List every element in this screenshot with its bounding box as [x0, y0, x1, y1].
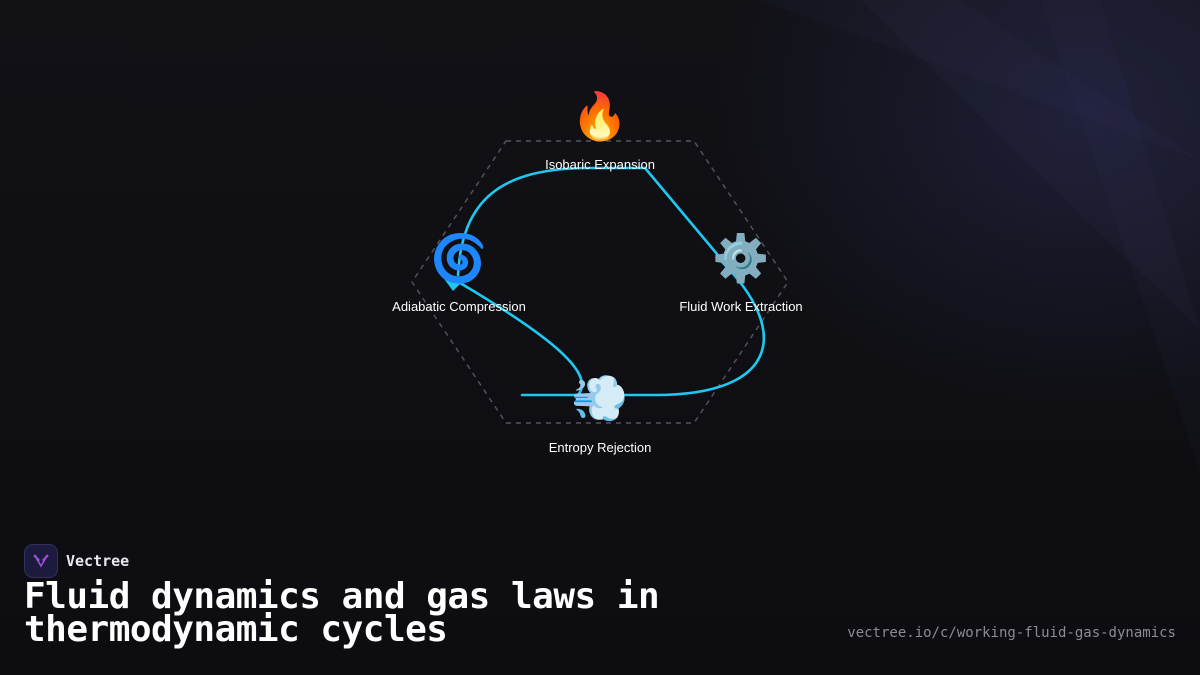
- node-label-adiabatic-compression: Adiabatic Compression: [392, 299, 526, 314]
- flow-arrow-left-to-top: [456, 166, 647, 277]
- flow-arrow-bottom-to-left: [453, 278, 584, 397]
- vectree-logo-icon: [24, 544, 58, 578]
- node-label-fluid-work-extraction: Fluid Work Extraction: [679, 299, 803, 314]
- brand-name: Vectree: [66, 552, 130, 570]
- flow-arrow-top-to-right: [643, 166, 724, 262]
- node-label-isobaric-expansion: Isobaric Expansion: [545, 157, 655, 172]
- flow-arrowhead: [442, 276, 462, 291]
- flow-arrow-right-to-bottom: [618, 260, 766, 397]
- fire-icon: 🔥: [571, 89, 629, 143]
- hexagon-outline: [411, 140, 789, 424]
- vectree-mark-icon: [33, 554, 49, 568]
- brand: Vectree: [24, 544, 129, 578]
- source-url: vectree.io/c/working-fluid-gas-dynamics: [847, 625, 1176, 641]
- cyclone-icon: 🌀: [430, 231, 488, 285]
- gear-icon: ⚙️: [712, 231, 770, 285]
- wind-icon: 💨: [571, 371, 629, 425]
- page-title: Fluid dynamics and gas laws in thermodyn…: [24, 576, 660, 650]
- node-label-entropy-rejection: Entropy Rejection: [548, 440, 652, 455]
